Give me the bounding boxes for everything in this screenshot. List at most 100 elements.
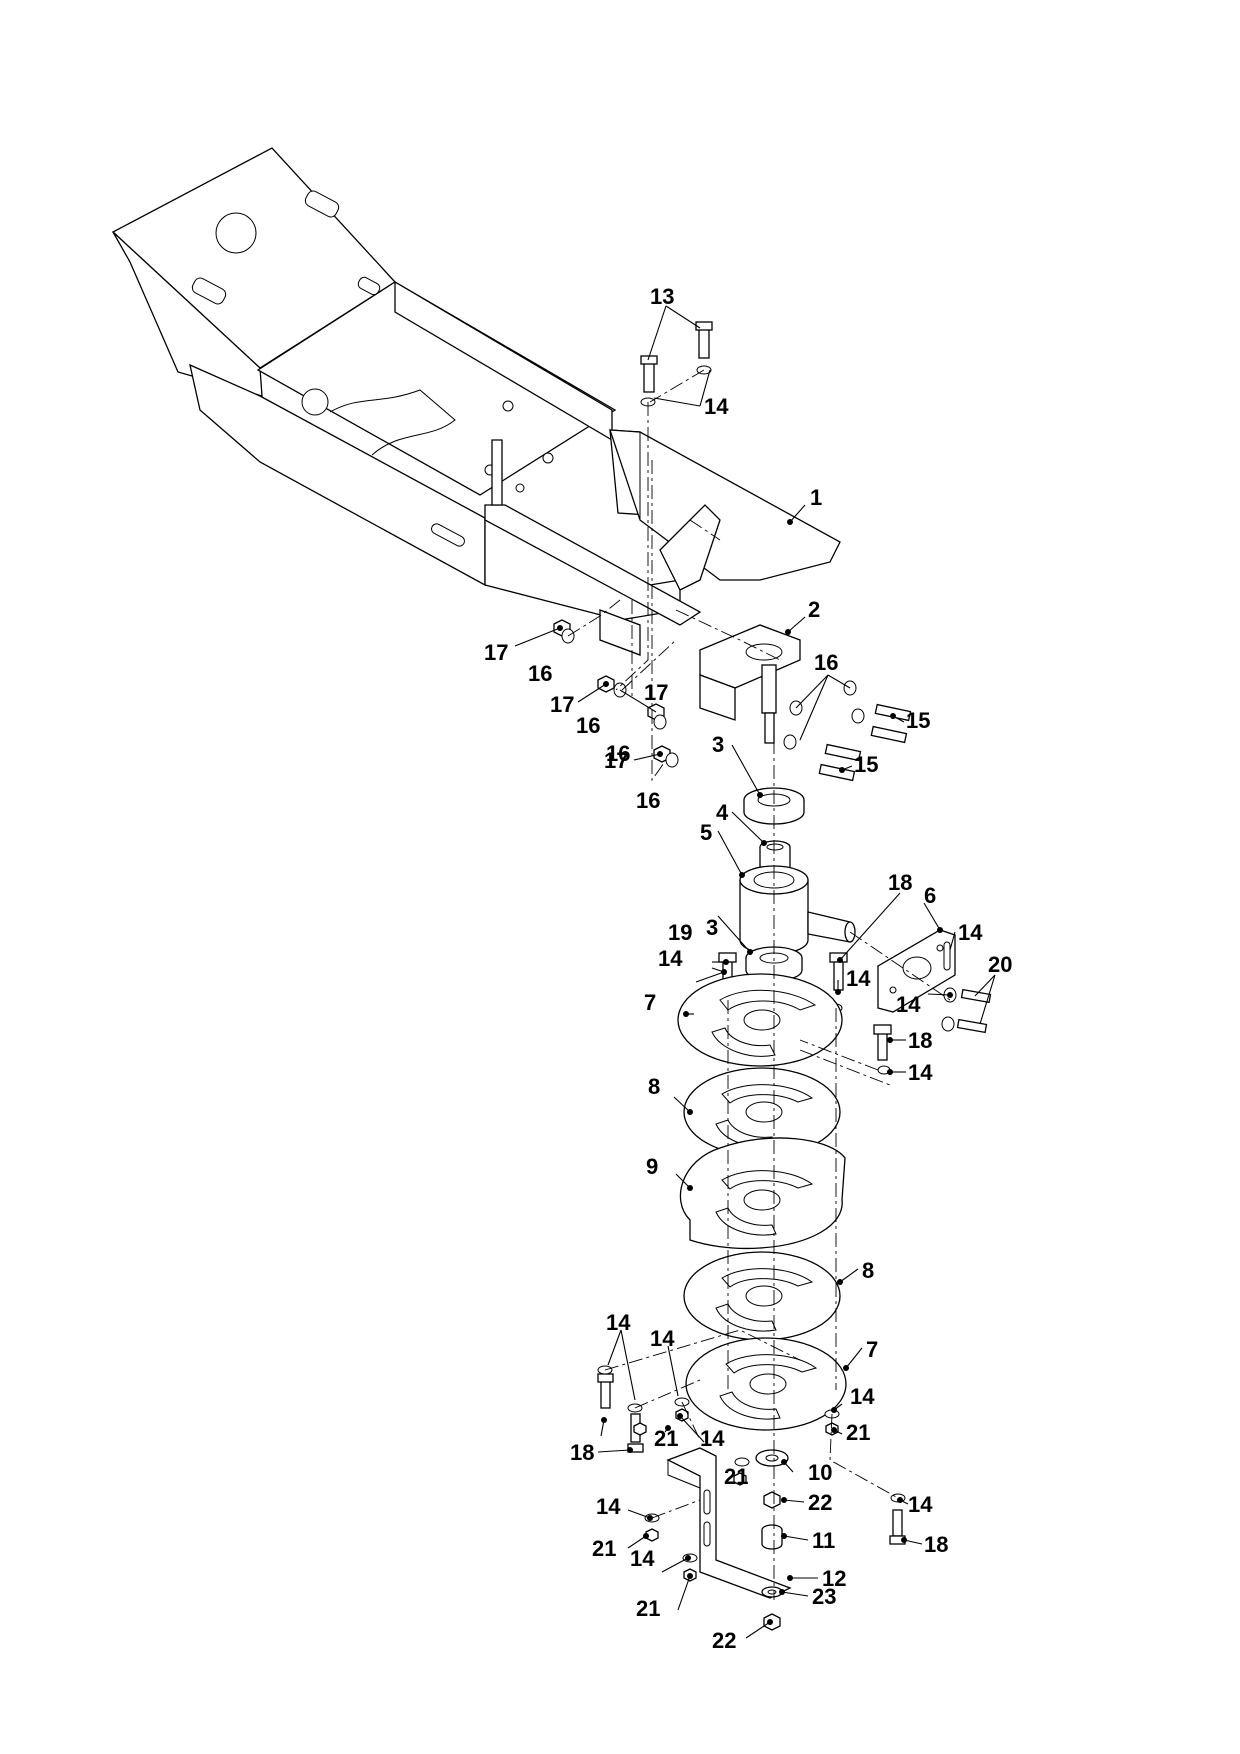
callout-16: 16 — [636, 788, 660, 813]
callout-14: 14 — [658, 946, 683, 971]
washer — [851, 708, 865, 724]
callout-17: 17 — [644, 680, 668, 705]
frame-spindle — [491, 439, 503, 506]
hex-nut — [763, 1491, 781, 1509]
callout-18: 18 — [924, 1532, 948, 1557]
hex-nut — [733, 1472, 747, 1486]
callout-1: 1 — [810, 485, 822, 510]
callout-17: 17 — [550, 692, 574, 717]
frame-lower-bracket — [599, 609, 641, 656]
callout-14: 14 — [958, 920, 983, 945]
callout-14: 14 — [606, 1310, 631, 1335]
callout-6: 6 — [924, 883, 936, 908]
callout-14: 14 — [846, 966, 871, 991]
leader-lines — [514, 305, 996, 1639]
callout-14: 14 — [896, 992, 921, 1017]
disc — [677, 973, 843, 1067]
pivot-bracket — [699, 624, 801, 744]
frame-hole — [301, 388, 329, 416]
bushing — [761, 1524, 783, 1550]
callout-22: 22 — [712, 1628, 736, 1653]
callout-14: 14 — [630, 1546, 655, 1571]
callout-18: 18 — [888, 870, 912, 895]
frame-hole — [542, 452, 554, 464]
frame-slot — [191, 277, 227, 305]
callout-15: 15 — [854, 752, 878, 777]
callout-12: 12 — [822, 1566, 846, 1591]
hex-nut — [633, 1422, 647, 1436]
callout-10: 10 — [808, 1460, 832, 1485]
callout-14: 14 — [908, 1060, 933, 1085]
callout-2: 2 — [808, 597, 820, 622]
callout-14: 14 — [596, 1494, 621, 1519]
frame-slot — [357, 276, 381, 296]
callout-8: 8 — [648, 1074, 660, 1099]
callout-4: 4 — [716, 800, 729, 825]
bolt — [818, 763, 856, 782]
bolt — [824, 743, 862, 762]
frame-hole — [515, 483, 525, 493]
bolt — [870, 725, 908, 744]
washer — [755, 1449, 789, 1467]
l-bracket — [666, 1447, 792, 1599]
bolt — [640, 355, 658, 393]
frame-slot — [304, 190, 340, 218]
callout-5: 5 — [700, 820, 712, 845]
washer — [941, 1016, 955, 1032]
callout-16: 16 — [576, 713, 600, 738]
callout-7: 7 — [644, 990, 656, 1015]
callout-23: 23 — [812, 1584, 836, 1609]
callout-21: 21 — [636, 1596, 660, 1621]
frame-bracket — [659, 504, 721, 591]
frame-hole — [502, 400, 514, 412]
callout-21: 21 — [592, 1536, 616, 1561]
callout-21: 21 — [654, 1426, 678, 1451]
callout-13: 13 — [650, 284, 674, 309]
callout-16: 16 — [606, 741, 630, 766]
callout-20: 20 — [988, 952, 1012, 977]
callout-15: 15 — [906, 708, 930, 733]
bolt — [956, 1018, 988, 1034]
callout-3: 3 — [712, 732, 724, 757]
washer — [665, 752, 679, 768]
callout-labels: 1 2 3 3 4 5 6 7 7 8 8 9 10 11 12 13 14 1… — [484, 284, 1012, 1653]
callout-14: 14 — [700, 1426, 725, 1451]
callout-18: 18 — [908, 1028, 932, 1053]
washer — [783, 734, 797, 750]
washer — [653, 714, 667, 730]
callout-14: 14 — [650, 1326, 675, 1351]
frame-right-box — [609, 429, 841, 581]
callout-14: 14 — [850, 1384, 875, 1409]
callout-11: 11 — [812, 1528, 835, 1553]
disc — [683, 1067, 841, 1157]
bolt — [960, 988, 992, 1004]
callout-17: 17 — [604, 748, 628, 773]
disc — [685, 1337, 847, 1431]
bolt — [889, 1509, 906, 1545]
callout-14: 14 — [908, 1492, 933, 1517]
callout-16: 16 — [814, 650, 838, 675]
disc — [679, 1137, 846, 1250]
spindle-housing — [739, 865, 856, 955]
frame-hole — [215, 212, 257, 254]
frame-cutout — [329, 389, 456, 456]
bearing — [743, 787, 805, 825]
callout-19: 19 — [668, 920, 692, 945]
washer — [734, 1457, 750, 1467]
callout-3: 3 — [706, 915, 718, 940]
callout-9: 9 — [646, 1154, 658, 1179]
disc — [683, 1251, 841, 1341]
frame-slot — [431, 523, 465, 547]
bolt — [597, 1373, 614, 1409]
callout-14: 14 — [704, 394, 729, 419]
callout-21: 21 — [846, 1420, 870, 1445]
callout-8: 8 — [862, 1258, 874, 1283]
callout-16: 16 — [528, 661, 552, 686]
callout-7: 7 — [866, 1337, 878, 1362]
assembly-lines — [567, 369, 951, 1600]
callout-17: 17 — [484, 640, 508, 665]
callout-18: 18 — [570, 1440, 594, 1465]
frame-assembly — [111, 147, 841, 656]
callout-21: 21 — [724, 1464, 748, 1489]
